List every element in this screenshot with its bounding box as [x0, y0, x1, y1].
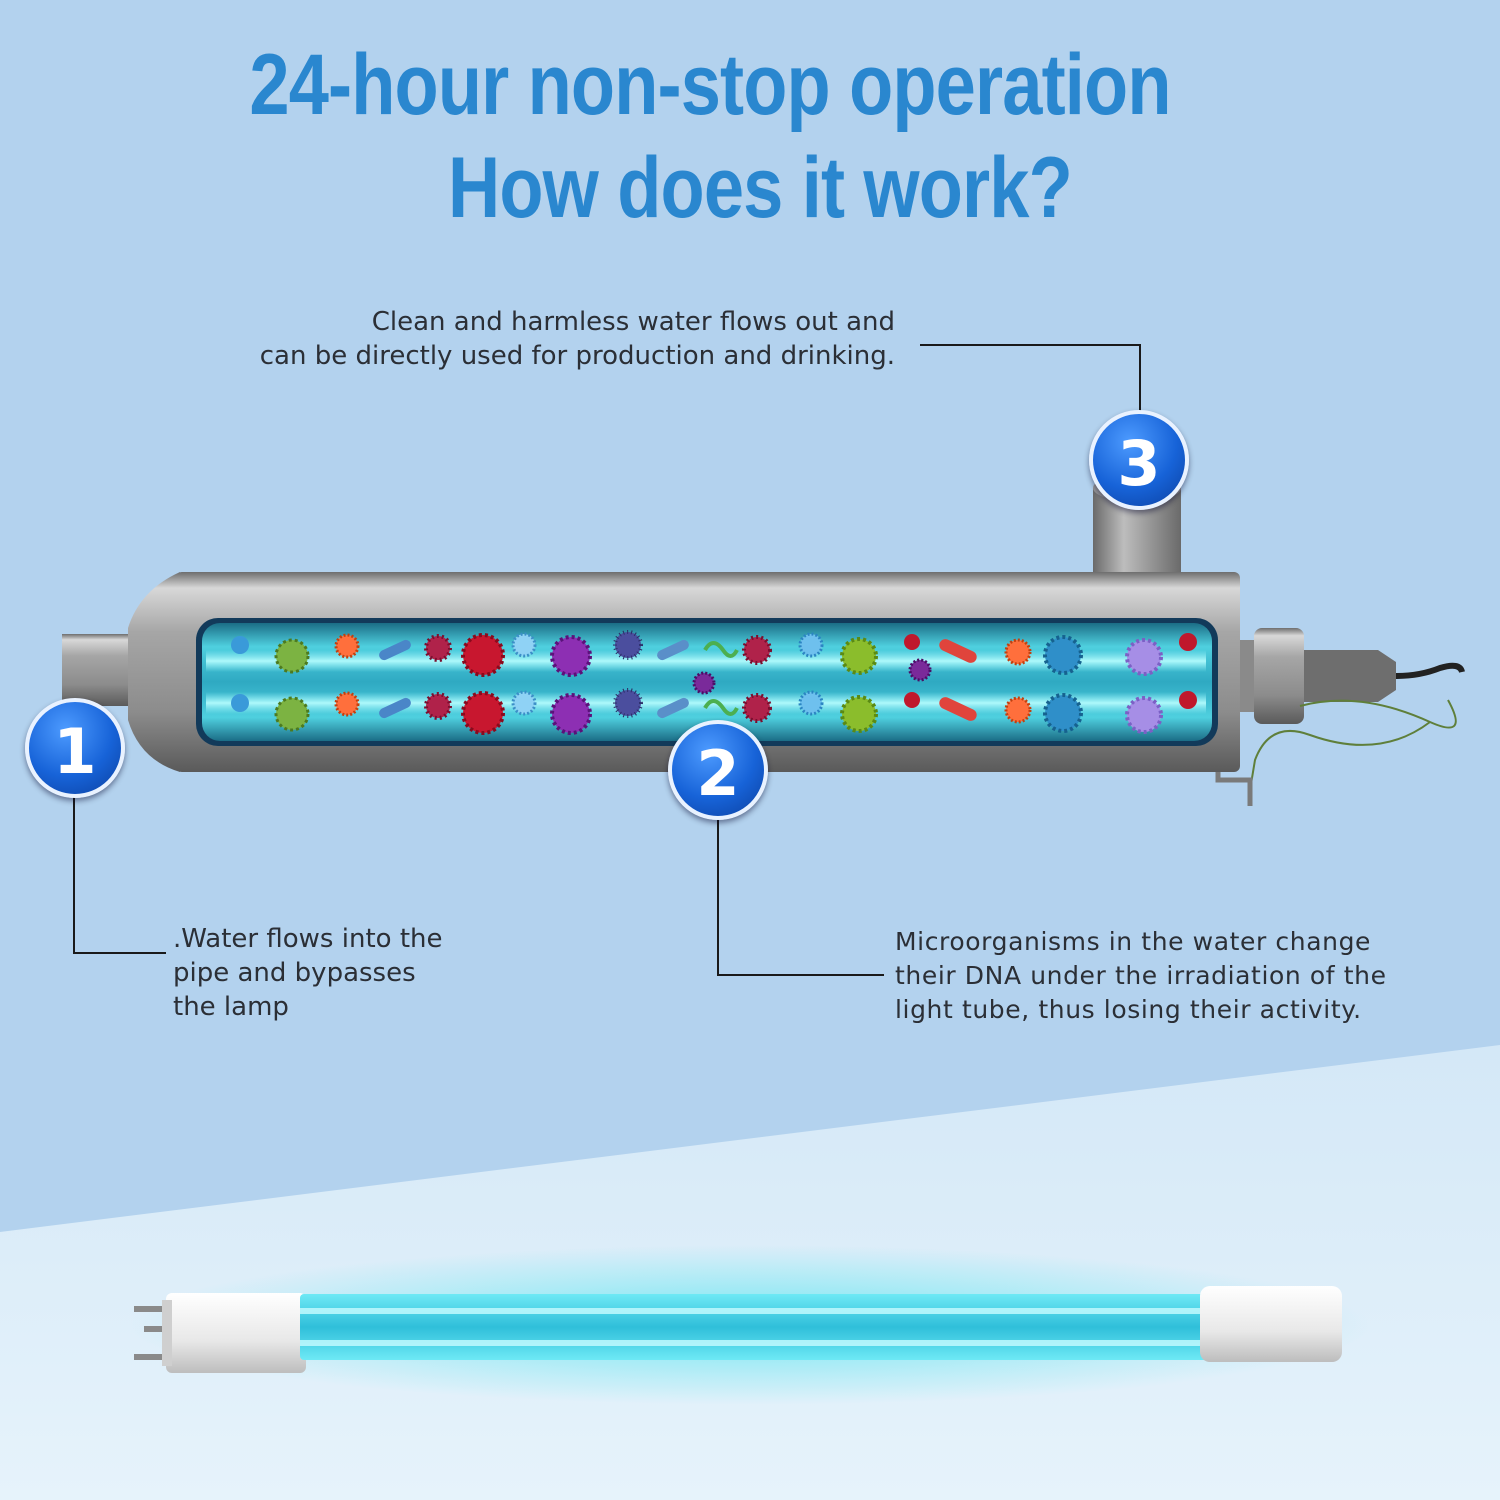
step-3-badge: 3	[1089, 410, 1189, 510]
lamp-cap-right	[1200, 1286, 1342, 1362]
housing-end-cap	[128, 572, 180, 772]
leader-line-2	[717, 815, 884, 976]
step-2-description: Microorganisms in the water change their…	[895, 925, 1455, 1027]
ground-wire	[1249, 699, 1457, 791]
lamp-pin	[144, 1326, 166, 1332]
lamp-pin	[134, 1306, 166, 1312]
step-1-badge: 1	[25, 698, 125, 798]
uv-lamp	[130, 1245, 1370, 1405]
lamp-base-left	[166, 1293, 306, 1373]
step-1-line: .Water flows into the	[173, 924, 443, 954]
step-2-line: Microorganisms in the water change	[895, 927, 1372, 956]
lamp-pin	[134, 1354, 166, 1360]
leader-line-1	[73, 795, 166, 954]
step-2-line: light tube, thus losing their activity.	[895, 995, 1362, 1024]
step-3-line: can be directly used for production and …	[259, 341, 895, 371]
step-1-line: the lamp	[173, 992, 289, 1022]
leader-lines	[73, 344, 1141, 976]
step-2-badge: 2	[668, 720, 768, 820]
mounting-bracket	[1215, 772, 1253, 806]
power-cable	[1395, 662, 1465, 679]
leader-line-3	[920, 344, 1141, 412]
step-1-line: pipe and bypasses	[173, 958, 416, 988]
lamp-connector	[1254, 628, 1304, 724]
step-2-line: their DNA under the irradiation of the	[895, 961, 1387, 990]
lamp-glass-tube	[300, 1294, 1210, 1360]
step-1-description: .Water flows into the pipe and bypasses …	[173, 922, 473, 1024]
microorganisms	[229, 630, 1199, 735]
step-3-description: Clean and harmless water flows out and c…	[230, 305, 895, 373]
step-3-line: Clean and harmless water flows out and	[371, 307, 895, 337]
page-subtitle: How does it work?	[448, 140, 1073, 236]
page-title: 24-hour non-stop operation	[249, 37, 1171, 133]
